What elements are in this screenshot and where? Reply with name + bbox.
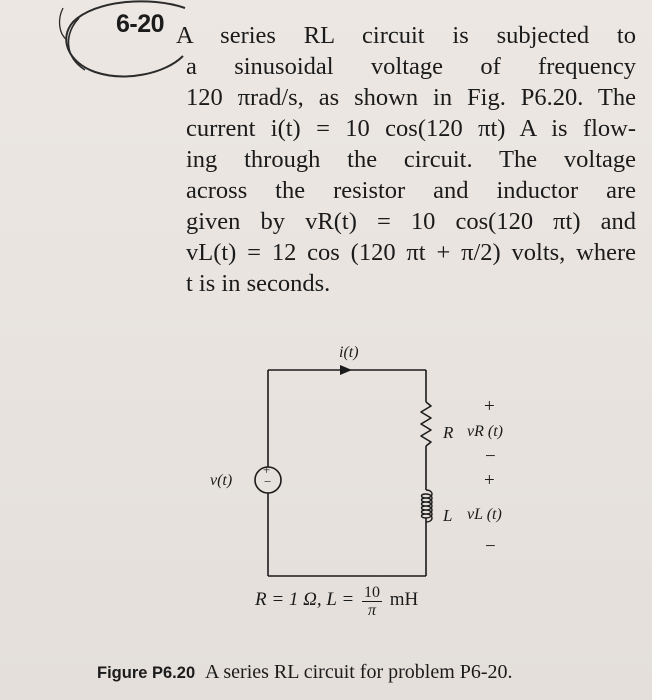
statement-line-5-text: ing through the circuit. The voltage xyxy=(186,146,636,173)
statement-line-8-text: vL(t) = 12 cos (120 πt + π/2) volts, whe… xyxy=(186,239,636,266)
vr-label: vR (t) xyxy=(467,423,503,440)
vl-label: vL (t) xyxy=(467,506,502,523)
current-label: i(t) xyxy=(339,344,359,361)
resistor-label: R xyxy=(443,423,454,442)
figure-caption-text: A series RL circuit for problem P6-20. xyxy=(205,661,513,683)
statement-line-2-text: a sinusoidal voltage of frequency xyxy=(186,53,636,80)
pen-circle-annotation xyxy=(58,0,186,78)
source-minus-sign: − xyxy=(264,474,272,489)
statement-line-6-text: across the resistor and inductor are xyxy=(186,177,636,204)
problem-number: 6-20 xyxy=(116,10,165,38)
circuit-parameters: R = 1 Ω, L = 10 π mH xyxy=(255,584,418,619)
inductor-label: L xyxy=(443,506,453,525)
rl-circuit-diagram xyxy=(254,365,433,577)
vr-minus-sign: − xyxy=(485,446,496,467)
vr-plus-sign: + xyxy=(484,396,495,417)
statement-line-4: current i(t) = 10 cos(120 πt) A is flow- xyxy=(186,113,636,144)
source-plus-sign: + xyxy=(263,462,271,477)
statement-line-7-text: given by vR(t) = 10 cos(120 πt) and xyxy=(186,208,636,235)
current-arrow xyxy=(340,365,352,375)
statement-line-6: across the resistor and inductor are xyxy=(186,175,636,206)
statement-line-9: t is in seconds. xyxy=(186,268,636,299)
source-label: v(t) xyxy=(210,472,233,489)
figure-caption: Figure P6.20 A series RL circuit for pro… xyxy=(97,661,513,684)
statement-line-9-text: t is in seconds. xyxy=(186,270,331,297)
statement-line-2: a sinusoidal voltage of frequency xyxy=(186,51,636,82)
resistor-icon xyxy=(420,401,432,447)
inductance-unit: mH xyxy=(389,589,419,610)
problem-statement: A series RL circuit is subjected to a si… xyxy=(176,20,636,299)
inductor-icon xyxy=(420,489,433,523)
vl-minus-sign: − xyxy=(485,536,496,557)
inductance-denominator: π xyxy=(367,602,376,619)
vl-plus-sign: + xyxy=(484,470,495,491)
statement-line-1: A series RL circuit is subjected to xyxy=(176,20,636,51)
statement-line-3: 120 πrad/s, as shown in Fig. P6.20. The xyxy=(186,82,636,113)
statement-line-3-text: 120 πrad/s, as shown in Fig. P6.20. The xyxy=(186,84,636,111)
inductance-fraction: 10 π xyxy=(361,584,382,619)
params-prefix: R = 1 Ω, L = xyxy=(255,589,355,610)
voltage-source-icon xyxy=(254,466,282,494)
statement-line-7: given by vR(t) = 10 cos(120 πt) and xyxy=(186,206,636,237)
statement-line-8: vL(t) = 12 cos (120 πt + π/2) volts, whe… xyxy=(186,237,636,268)
statement-line-5: ing through the circuit. The voltage xyxy=(186,144,636,175)
statement-line-1-text: A series RL circuit is subjected to xyxy=(176,22,636,49)
figure-id: Figure P6.20 xyxy=(97,664,196,682)
statement-line-4-text: current i(t) = 10 cos(120 πt) A is flow- xyxy=(186,115,636,142)
inductance-numerator: 10 xyxy=(361,584,382,602)
